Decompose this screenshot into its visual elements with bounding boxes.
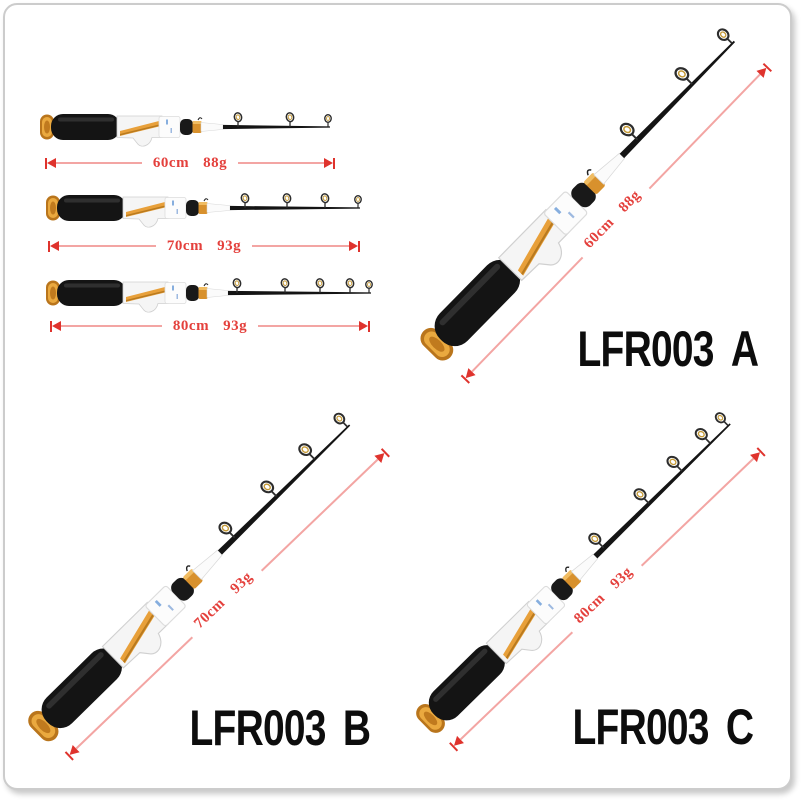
variant-label-text: LFR003 A [577,321,760,377]
dimension-end-bar [333,157,335,169]
variant-letter: B [342,700,371,756]
dimension-60cm: 60cm 88g [45,154,335,172]
model-name: LFR003 [572,699,710,755]
weight-label: 88g [203,154,228,171]
arrowhead-right-icon [359,321,368,331]
dimension-line-segment [61,325,162,327]
rod-photo-60cm-thumbnail [40,104,332,150]
dimension-line-segment [56,162,142,164]
dimension-end-bar [368,320,370,332]
dimension-end-bar [48,240,50,252]
dimension-end-bar [45,157,47,169]
rod-photo-80cm-thumbnail [46,270,373,316]
rod-photo-variant-b [14,400,374,755]
dimension-line-segment [252,245,349,247]
model-name: LFR003 [577,321,715,377]
dimension-label: 70cm 93g [167,238,241,255]
dimension-end-bar [358,240,360,252]
rod-photo-variant-c [403,400,754,746]
variant-label-c: LFR003 C [533,702,793,752]
variant-letter: A [730,321,759,377]
dimension-70cm: 70cm 93g [48,237,360,255]
arrowhead-right-icon [349,241,358,251]
rod-photo-70cm-thumbnail [46,185,362,231]
length-label: 60cm [152,154,190,171]
dimension-line-segment [238,162,324,164]
variant-label-a: LFR003 A [538,324,798,374]
dimension-line-segment [59,245,156,247]
variant-label-text: LFR003 C [572,699,755,755]
arrowhead-right-icon [324,158,333,168]
dimension-label: 60cm 88g [153,155,227,172]
arrowhead-left-icon [52,321,61,331]
weight-label: 93g [223,317,248,334]
variant-label-text: LFR003 B [189,700,372,756]
length-label: 70cm [166,237,204,254]
arrowhead-left-icon [47,158,56,168]
variant-letter: C [725,699,754,755]
dimension-end-bar [50,320,52,332]
model-name: LFR003 [189,700,327,756]
weight-label: 93g [217,237,242,254]
dimension-label: 80cm 93g [173,318,247,335]
arrowhead-left-icon [50,241,59,251]
dimension-line-segment [258,325,359,327]
rod-photo-variant-a [405,15,761,376]
variant-label-b: LFR003 B [150,703,410,753]
length-label: 80cm [172,317,210,334]
dimension-80cm: 80cm 93g [50,317,370,335]
